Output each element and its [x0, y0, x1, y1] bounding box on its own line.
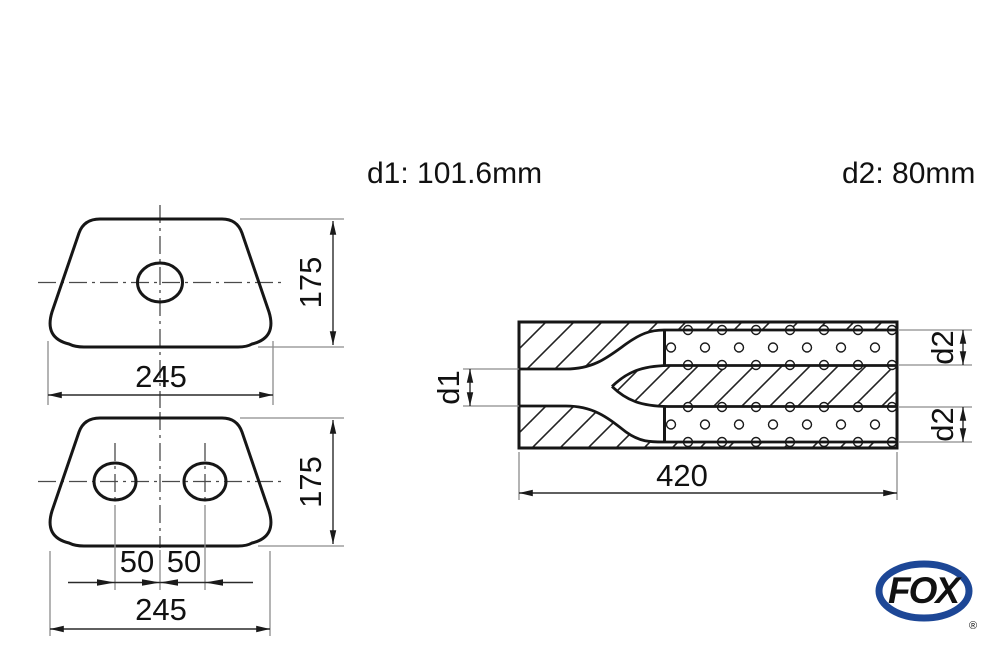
- fox-logo-text: FOX: [888, 570, 962, 611]
- spec-d2-label: d2: 80mm: [842, 157, 975, 190]
- body-outline: [517, 320, 899, 450]
- length-dimension-label: 420: [656, 458, 708, 493]
- spec-labels: d1: 101.6mm d2: 80mm: [367, 157, 975, 190]
- width-dimension-label: 245: [135, 359, 187, 394]
- height-dimension-label: 175: [293, 257, 328, 309]
- side-section-view: d1 d2 d2 420: [431, 320, 972, 500]
- end-view-dual-outlet: 50 50 245 175: [38, 412, 344, 636]
- outlet-hole-right: [182, 461, 228, 502]
- end-plate-outline: [48, 416, 273, 548]
- perforated-pipe-bottom: [665, 401, 898, 448]
- inlet-hole: [136, 261, 184, 304]
- spec-d1-label: d1: 101.6mm: [367, 157, 542, 190]
- outlet-top-dimension-label: d2: [925, 330, 960, 364]
- registered-trademark-symbol: ®: [969, 620, 977, 632]
- y-pipe-channel: [520, 330, 672, 442]
- flow-splitter-wedge: [612, 365, 684, 407]
- perforated-pipe-top: [665, 324, 898, 371]
- width-dimension-label: 245: [135, 592, 187, 627]
- fox-logo-ellipse: [875, 560, 973, 622]
- end-plate-outline: [48, 217, 273, 349]
- height-dimension-label: 175: [293, 456, 328, 508]
- pipe-wall-bottom: [519, 404, 896, 444]
- fox-logo: FOX ®: [875, 560, 977, 632]
- pitch-right-label: 50: [167, 544, 201, 579]
- outlet-bottom-dimension-label: d2: [925, 407, 960, 441]
- pipe-wall-top: [519, 328, 896, 371]
- pitch-left-label: 50: [120, 544, 154, 579]
- outlet-hole-left: [92, 461, 138, 502]
- inlet-dimension-label: d1: [431, 370, 466, 404]
- end-view-single-inlet: 245 175: [38, 205, 344, 408]
